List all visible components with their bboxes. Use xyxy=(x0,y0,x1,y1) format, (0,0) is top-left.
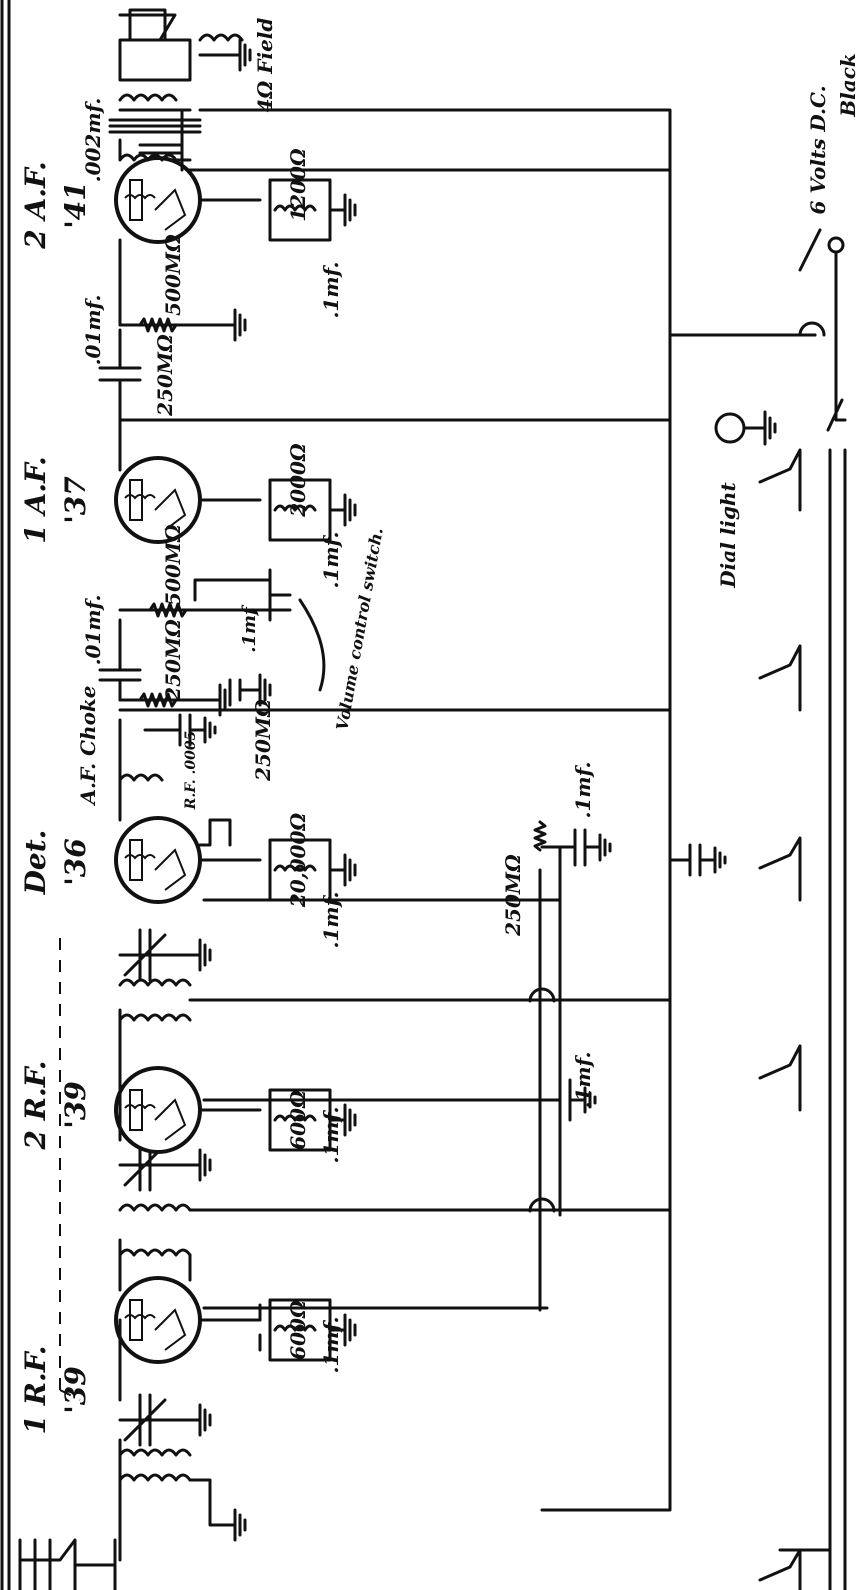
tube-det xyxy=(114,816,262,904)
filter-cap-main xyxy=(668,843,727,877)
coupling-cap-2-label: .01mf. xyxy=(81,295,105,366)
battery-lead-label: Black xyxy=(836,53,860,118)
grid-leak-1 xyxy=(118,683,232,717)
cathode-resistor-label: 2000Ω xyxy=(286,443,310,518)
cathode-cap-label: .1mf. xyxy=(319,1107,343,1164)
filter-resistor-label: 250MΩ xyxy=(501,854,525,937)
stage-labels: 1 R.F. '39 2 R.F. '39 Det. '36 1 A.F. '3… xyxy=(19,161,92,1434)
cathode-af2 xyxy=(268,178,357,242)
stage-function-label: Det. xyxy=(19,830,52,896)
output-cap-label: .002mf. xyxy=(81,98,105,183)
coupling-cap-1 xyxy=(98,618,142,702)
stage-function-label: 1 A.F. xyxy=(19,456,52,544)
af-bypass xyxy=(228,673,272,707)
cathode-cap-label: .1mf. xyxy=(319,892,343,949)
antenna xyxy=(18,1538,117,1590)
cathode-det xyxy=(268,838,357,902)
battery-label: 6 Volts D.C. xyxy=(806,85,830,214)
cathode-cap-label: .1mf. xyxy=(319,532,343,589)
cathode-af1 xyxy=(268,478,357,542)
filter-cap-label: .1mf. xyxy=(571,762,595,819)
cathode-cap-label: .1mf. xyxy=(319,1317,343,1374)
grid-leak-1-label: 250MΩ xyxy=(161,619,185,702)
dashed-gang-link xyxy=(59,935,81,1401)
dial-light xyxy=(714,410,777,446)
volume-pot-label: 500MΩ xyxy=(161,524,185,606)
cathode-resistor-label: 600Ω xyxy=(286,1300,310,1360)
filter-resistor xyxy=(533,820,612,902)
tube-rf1 xyxy=(114,1276,262,1402)
stage-function-label: 2 A.F. xyxy=(19,161,52,250)
tuning-cap-3 xyxy=(118,928,212,987)
cathode-rf2 xyxy=(268,1088,357,1152)
page-border xyxy=(0,0,11,1590)
coupling-cap-2 xyxy=(98,328,142,422)
rf-choke-label: A.F. Choke xyxy=(76,686,100,807)
rf1-plate-coil xyxy=(118,1238,192,1292)
cathode-labels: 600Ω .1mf. 600Ω .1mf. 20,000Ω .1mf. 2000… xyxy=(286,148,343,1373)
field-label: 4Ω Field xyxy=(253,18,277,113)
tuning-cap-1 xyxy=(118,1393,212,1447)
stage-function-label: 1 R.F. xyxy=(19,1345,52,1434)
field-coil xyxy=(198,33,672,172)
stage-tube-label: '39 xyxy=(59,1366,92,1414)
cathode-resistor-label: 1200Ω xyxy=(286,148,310,222)
b-plus-rail xyxy=(118,168,817,1512)
stage-function-label: 2 R.F. xyxy=(19,1060,52,1150)
cathode-cap-label: .1mf. xyxy=(319,262,343,319)
plate-resistor-label: 250MΩ xyxy=(153,334,177,417)
stage-tube-label: '39 xyxy=(59,1081,92,1129)
rf-cap-label: R.F. .0005 xyxy=(183,731,199,811)
output-transformer xyxy=(108,93,202,172)
tube-af1 xyxy=(114,418,262,544)
bypass-cap-rf xyxy=(538,1078,597,1122)
dial-light-label: Dial light xyxy=(716,482,740,589)
volume-pot xyxy=(118,568,326,692)
stage-tube-label: '36 xyxy=(59,838,92,886)
tube-rf2 xyxy=(114,1058,262,1154)
speaker xyxy=(118,8,192,82)
filament-rail xyxy=(758,228,847,1590)
grid-leak-2-label: 250MΩ xyxy=(251,699,275,782)
output-grid-resistor-label: 500MΩ xyxy=(161,234,185,316)
grid-resistor-2 xyxy=(118,308,247,342)
rf-choke xyxy=(118,713,217,822)
tube-af2 xyxy=(114,156,262,327)
rf2-plate-coil xyxy=(118,1008,192,1062)
component-labels: .01mf. .01mf. 250MΩ 250MΩ 500MΩ 500MΩ 25… xyxy=(76,18,860,1109)
stage-tube-label: '37 xyxy=(59,476,92,524)
cathode-resistor-label: 600Ω xyxy=(286,1090,310,1150)
bypass-cap-af-label: .1mf xyxy=(239,604,260,653)
coupling-cap-1-label: .01mf. xyxy=(81,595,105,666)
cathode-resistor-label: 20,000Ω xyxy=(286,813,310,909)
rf-bypass-cap-label: .1mf. xyxy=(571,1052,595,1109)
stage-tube-label: '41 xyxy=(59,181,92,229)
cathode-rf1 xyxy=(258,1298,357,1362)
antenna-coil xyxy=(118,1438,247,1562)
